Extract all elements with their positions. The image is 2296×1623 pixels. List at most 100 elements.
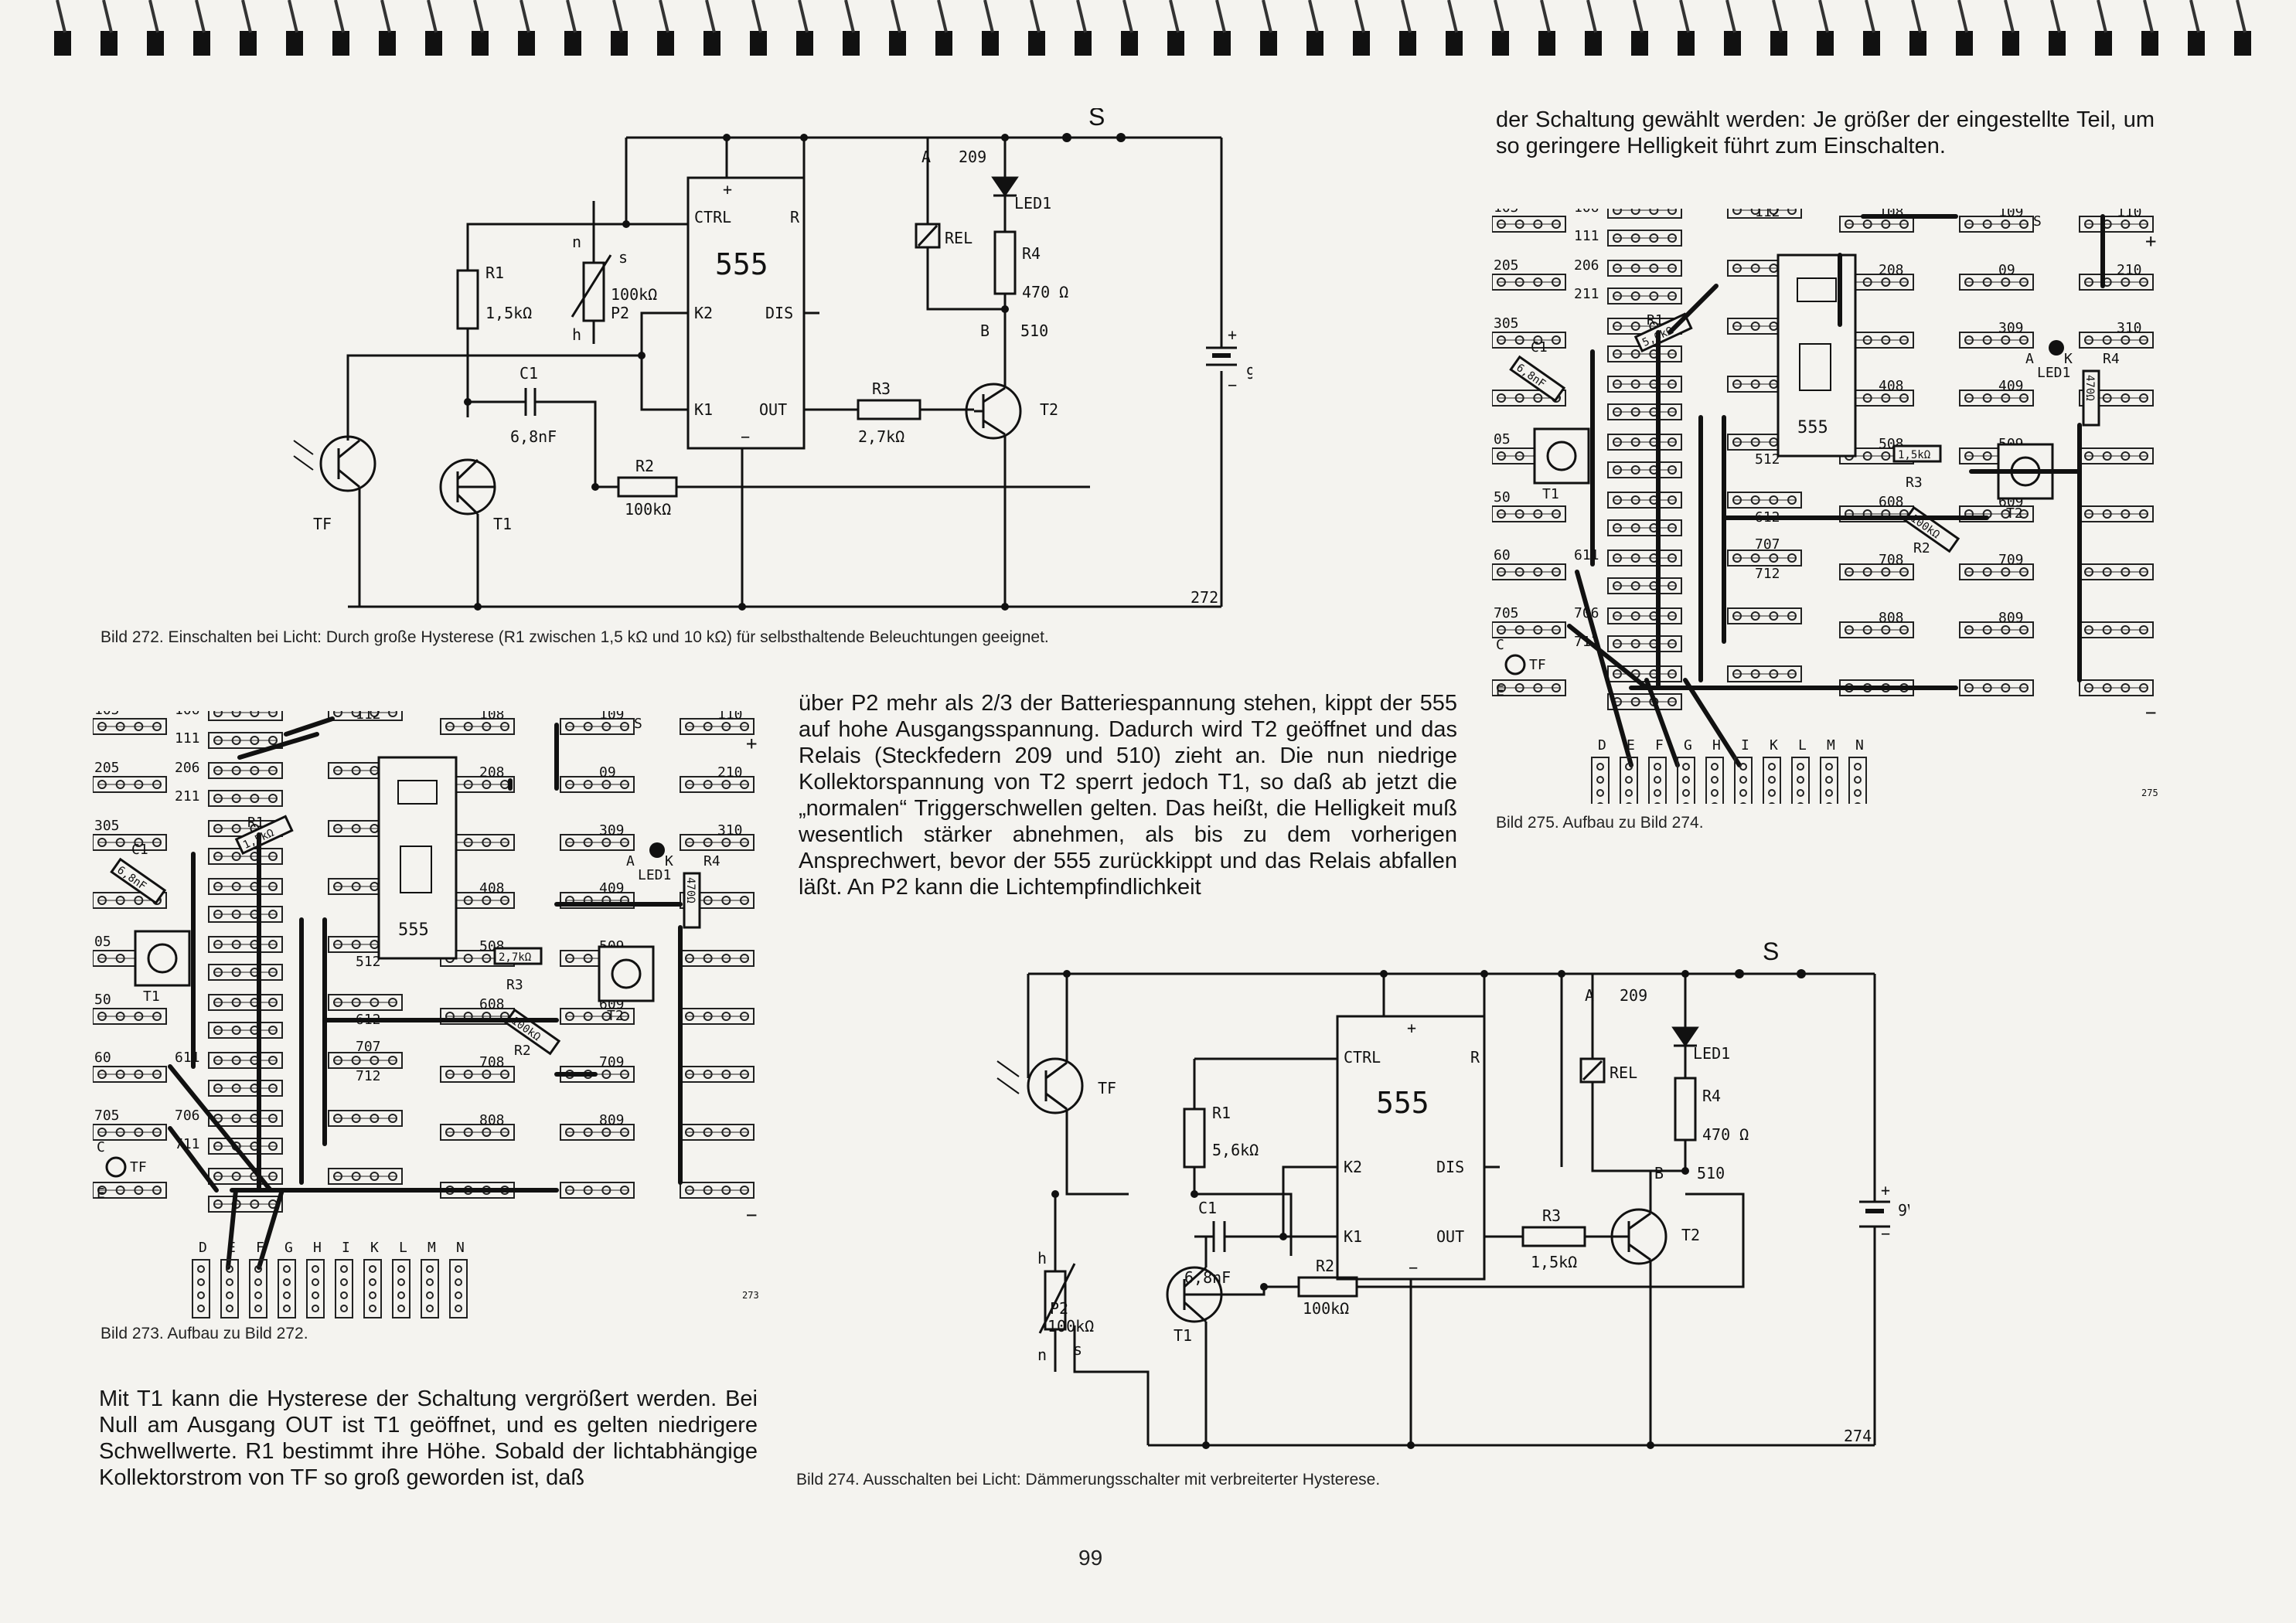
p2-value: 100kΩ [611, 285, 657, 304]
r4-part-name: R4 [2103, 351, 2120, 367]
strip-label: 809 [599, 1112, 625, 1128]
plus-label: + [746, 733, 757, 754]
binding-coil [2049, 0, 2066, 56]
t1-label: T1 [1542, 486, 1559, 502]
battery-plus: + [1881, 1181, 1890, 1199]
battery-plus: + [1228, 325, 1237, 344]
r1-part-name: R1 [1647, 312, 1664, 328]
column-letter: N [456, 1240, 465, 1256]
strip-label: 708 [479, 1054, 505, 1070]
r4-part-name: R4 [703, 853, 720, 869]
binding-coil [796, 0, 813, 56]
strip-label: 707 [1755, 536, 1780, 553]
spring-strip [208, 1110, 283, 1127]
r2-value: 100kΩ [1303, 1299, 1349, 1318]
rel-label: REL [945, 229, 973, 247]
strip-label: 409 [1998, 378, 2024, 394]
spring-strip [680, 718, 755, 735]
r2-part-name: R2 [1913, 540, 1930, 556]
spring-strip [1607, 230, 1682, 247]
column-letter: D [1598, 737, 1606, 754]
spring-strip [1607, 519, 1682, 536]
c1-label: C1 [519, 364, 538, 383]
c1-part-name: C1 [1531, 339, 1548, 356]
strip-label: 09 [1998, 262, 2015, 278]
vertical-strip [278, 1259, 296, 1318]
page-number: 99 [1078, 1546, 1103, 1570]
ic-555-module [1777, 253, 1857, 458]
vertical-strip [306, 1259, 325, 1318]
binding-coil [1770, 0, 1787, 56]
plus-label: + [2145, 230, 2156, 252]
battery-minus: − [1881, 1224, 1890, 1243]
spring-b-number: 510 [1020, 322, 1048, 340]
strip-label: 105 [1494, 209, 1519, 216]
strip-label: 110 [717, 711, 743, 723]
spring-b-number: 510 [1697, 1164, 1725, 1182]
r4-value: 470 Ω [1702, 1125, 1749, 1144]
binding-coil [889, 0, 906, 56]
spring-strip [208, 936, 283, 953]
led-dot [2049, 340, 2064, 356]
spring-strip [93, 1124, 167, 1141]
spring-strip [2079, 447, 2154, 464]
binding-coil [2002, 0, 2019, 56]
spring-strip [208, 906, 283, 923]
spring-strip [1727, 607, 1802, 624]
t1-label: T1 [143, 988, 160, 1005]
led-label: LED1 [1014, 194, 1051, 213]
spring-strip [93, 718, 167, 735]
binding-coil [2234, 0, 2251, 56]
column-letter: I [1741, 737, 1749, 754]
strip-label: 210 [717, 764, 743, 781]
r4-value: 470 Ω [1022, 283, 1068, 301]
spring-strip [1607, 288, 1682, 305]
jumper-wire [1683, 678, 1742, 767]
strip-label: 310 [2117, 320, 2142, 336]
layout-275: 1052053050550607051061112062116117067111… [1492, 209, 2158, 804]
r3-part: 1,5kΩ [1892, 444, 1942, 463]
spring-strip [2079, 679, 2154, 696]
binding-coil [147, 0, 164, 56]
binding-coil [1399, 0, 1416, 56]
spring-strip [560, 1008, 635, 1025]
r2-value: 100kΩ [625, 500, 671, 519]
spring-strip [1839, 621, 1914, 638]
spring-strip [208, 762, 283, 779]
t2-label: T2 [1040, 400, 1058, 419]
spring-strip [208, 711, 283, 721]
strip-label: 50 [94, 992, 111, 1008]
spring-strip [1959, 505, 2034, 522]
r4-label: R4 [1022, 244, 1041, 263]
strip-label: 110 [2117, 209, 2142, 220]
vertical-strip [1677, 757, 1695, 804]
spring-strip [1959, 679, 2034, 696]
spring-strip [328, 1052, 403, 1069]
binding-coil [1353, 0, 1370, 56]
spring-strip [1607, 635, 1682, 652]
vertical-strip [1620, 757, 1638, 804]
c1-part-name: C1 [131, 842, 148, 858]
p2-s-label: s [1073, 1340, 1082, 1359]
binding-coil [240, 0, 257, 56]
c1-value: 6,8nF [1184, 1268, 1231, 1287]
vertical-strip [220, 1259, 239, 1318]
ic-minus: − [1409, 1258, 1418, 1277]
r2-part-name: R2 [514, 1043, 531, 1059]
binding-coil [1678, 0, 1695, 56]
s-label: S [2033, 213, 2042, 230]
spring-strip [93, 1066, 167, 1083]
figure-ref: 273 [742, 1290, 759, 1301]
binding-coil [2095, 0, 2112, 56]
spring-strip [440, 1066, 515, 1083]
vertical-strip [1763, 757, 1781, 804]
binding-coil [982, 0, 999, 56]
spring-strip [1959, 216, 2034, 233]
strip-label: 60 [94, 1050, 111, 1066]
minus-label: − [746, 1204, 757, 1226]
binding-coil [750, 0, 767, 56]
jumper-wire [226, 1188, 238, 1270]
strip-label: 112 [1755, 209, 1780, 220]
binding-coil [1817, 0, 1834, 56]
jumper-wire [168, 1126, 219, 1193]
